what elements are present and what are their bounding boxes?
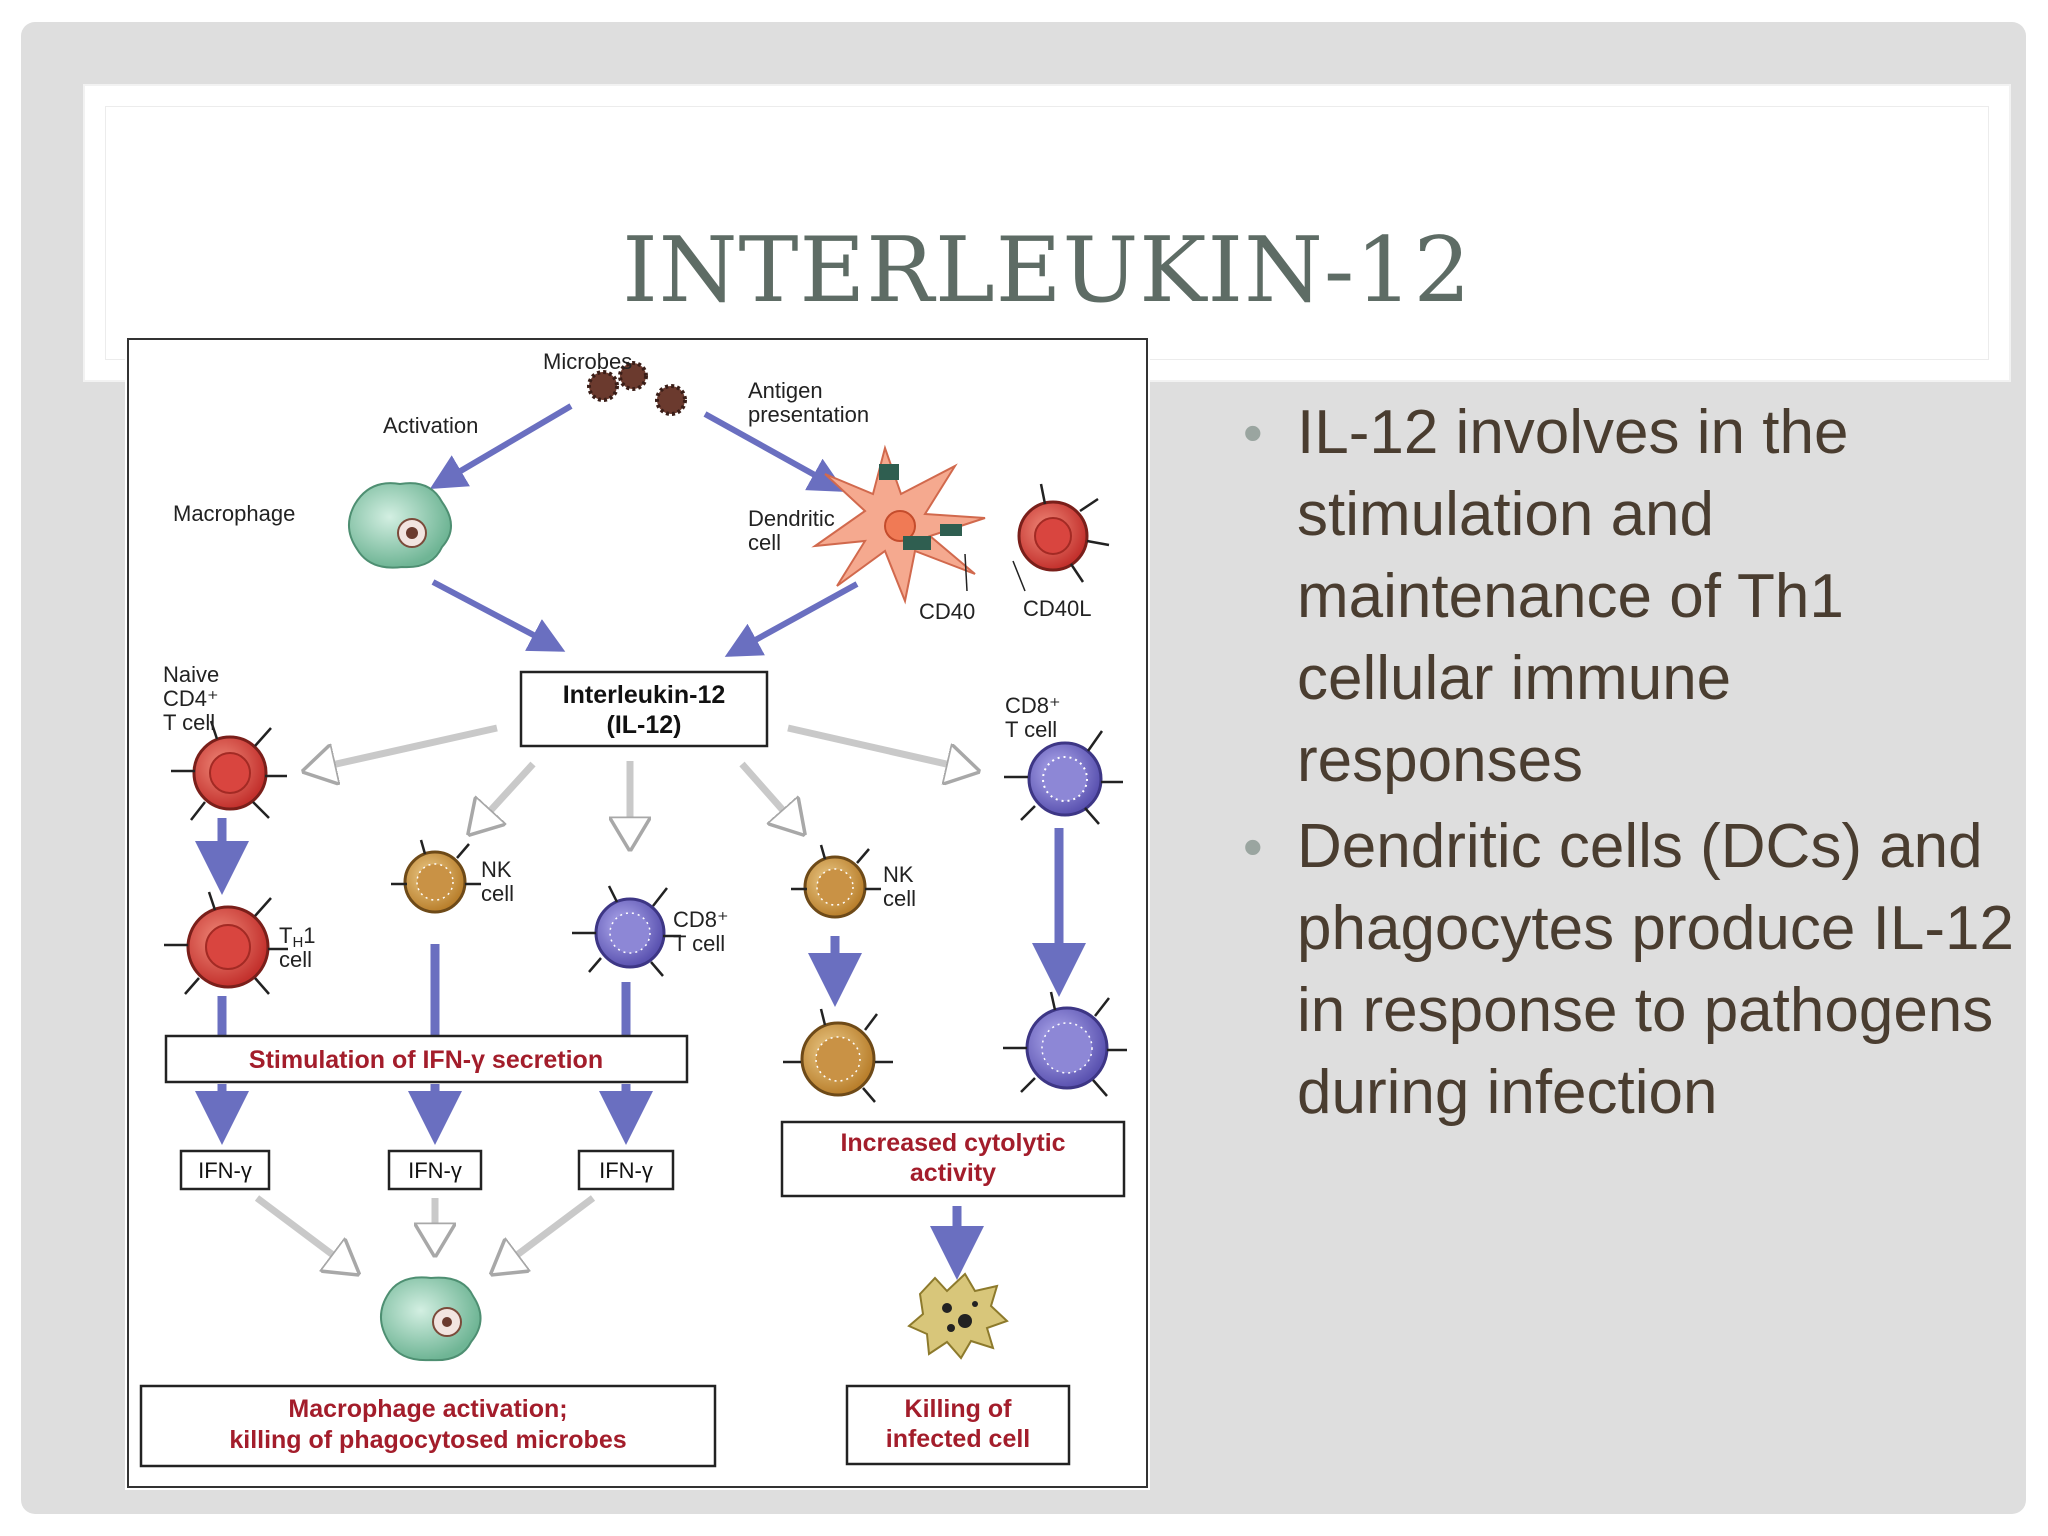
macro-act-label-2: killing of phagocytosed microbes bbox=[229, 1426, 626, 1454]
arrow-dendritic-il12 bbox=[724, 581, 859, 657]
bullet-text: Dendritic cells (DCs) and phagocytes pro… bbox=[1297, 812, 2014, 1127]
il12-output-arrows bbox=[305, 724, 977, 848]
macrophage-label: Macrophage bbox=[173, 501, 295, 526]
th1-label: TH1 bbox=[279, 923, 316, 951]
antigen-label-2: presentation bbox=[748, 402, 869, 427]
dendritic-cell-icon bbox=[811, 444, 986, 605]
il12-label-1: Interleukin-12 bbox=[563, 681, 726, 709]
bullet-item: • Dendritic cells (DCs) and phagocytes pr… bbox=[1239, 806, 2026, 1134]
macrophage-activation-box bbox=[139, 1384, 717, 1468]
cytolytic-box bbox=[780, 1120, 1126, 1198]
ifn-box-3 bbox=[577, 1149, 675, 1191]
cd40-label: CD40 bbox=[919, 599, 975, 624]
stimulation-label: Stimulation of IFN-γ secretion bbox=[249, 1046, 603, 1074]
bullet-list: • IL-12 involves in the stimulation and m… bbox=[1239, 392, 2026, 1138]
killing-label-2: infected cell bbox=[886, 1425, 1031, 1453]
bullet-text: IL-12 involves in the stimulation and ma… bbox=[1297, 398, 1849, 795]
cd8-t-cell-top-icon bbox=[1004, 730, 1123, 825]
nk1-label-1: NK bbox=[481, 857, 512, 882]
microbes-icon bbox=[587, 361, 687, 416]
slide-title: INTERLEUKIN-12 bbox=[622, 218, 1472, 323]
nk1-label-2: cell bbox=[481, 881, 514, 906]
cytolytic-label-1: Increased cytolytic bbox=[840, 1129, 1065, 1157]
arrow-microbes-macrophage bbox=[429, 403, 573, 490]
cd8-mid-label-1: CD8⁺ bbox=[673, 907, 729, 932]
stimulation-box bbox=[164, 1034, 689, 1084]
killing-box bbox=[845, 1384, 1071, 1466]
naive-label-2: CD4⁺ bbox=[163, 686, 219, 711]
naive-label-1: Naive bbox=[163, 662, 219, 687]
macrophage-icon bbox=[348, 482, 452, 569]
naive-label-3: T cell bbox=[163, 710, 215, 735]
killing-label-1: Killing of bbox=[905, 1395, 1013, 1423]
nk2-label-1: NK bbox=[883, 862, 914, 887]
cytolytic-label-2: activity bbox=[910, 1159, 996, 1187]
bullet-item: • IL-12 involves in the stimulation and m… bbox=[1239, 392, 2026, 802]
th1-cell-icon bbox=[164, 891, 288, 995]
ifn-to-macrophage-arrows bbox=[254, 1195, 596, 1273]
il12-label-2: (IL-12) bbox=[607, 711, 682, 739]
cd8-mid-label-2: T cell bbox=[673, 931, 725, 956]
activated-nk-cell-icon bbox=[783, 1008, 893, 1103]
microbes-label: Microbes bbox=[543, 349, 632, 374]
antigen-label-1: Antigen bbox=[748, 378, 823, 403]
ifn-box-2 bbox=[387, 1149, 483, 1191]
cd8-top-label-1: CD8⁺ bbox=[1005, 693, 1061, 718]
cd40l-label: CD40L bbox=[1023, 596, 1091, 621]
naive-cd4-t-cell-icon bbox=[171, 720, 287, 821]
dendritic-label-1: Dendritic bbox=[748, 506, 835, 531]
macro-act-label-1: Macrophage activation; bbox=[288, 1395, 567, 1423]
cd8-top-label-2: T cell bbox=[1005, 717, 1057, 742]
ifn-label-2: IFN-γ bbox=[408, 1158, 462, 1183]
nk-cell-1-icon bbox=[391, 839, 481, 914]
bullet-dot: • bbox=[1243, 401, 1263, 464]
th1-label-2: cell bbox=[279, 947, 312, 972]
slide: INTERLEUKIN-12 Mi bbox=[21, 22, 2026, 1514]
activated-macrophage-icon bbox=[380, 1276, 482, 1362]
arrow-microbes-dendritic bbox=[703, 411, 846, 492]
t-cell-dc-icon bbox=[1017, 483, 1110, 583]
ifn-box-1 bbox=[179, 1149, 271, 1191]
activated-cd8-cell-icon bbox=[1003, 991, 1127, 1097]
cd40-pointer bbox=[964, 553, 968, 592]
cd40l-pointer bbox=[1012, 560, 1026, 592]
bullet-dot: • bbox=[1243, 815, 1263, 878]
nk-cell-2-icon bbox=[791, 844, 881, 919]
arrow-macrophage-il12 bbox=[431, 579, 566, 652]
il12-diagram: Microbes Activation Antigen presentation… bbox=[125, 336, 1150, 1490]
dendritic-label-2: cell bbox=[748, 530, 781, 555]
nk2-label-2: cell bbox=[883, 886, 916, 911]
ifn-label-3: IFN-γ bbox=[599, 1158, 653, 1183]
il12-box bbox=[519, 670, 769, 748]
ifn-label-1: IFN-γ bbox=[198, 1158, 252, 1183]
infected-cell-icon bbox=[907, 1272, 1009, 1360]
activation-label: Activation bbox=[383, 413, 478, 438]
cd8-t-cell-mid-icon bbox=[572, 885, 681, 977]
